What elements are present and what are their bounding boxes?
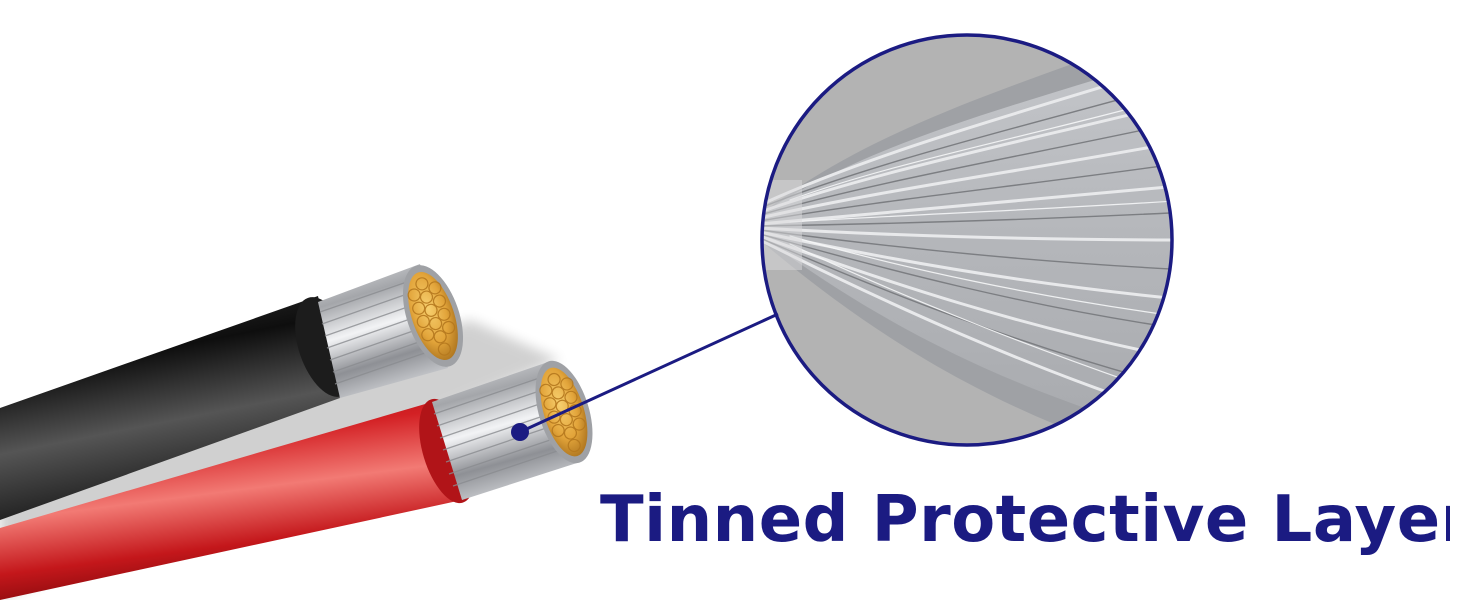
- tinned-strands-closeup: [762, 35, 1172, 445]
- copper-core-end-black: [407, 271, 458, 361]
- callout-dot: [511, 423, 529, 441]
- callout-line: [519, 312, 779, 434]
- magnifier-circle: [760, 33, 1174, 447]
- caption-title: Tinned Protective Layer: [600, 483, 1450, 557]
